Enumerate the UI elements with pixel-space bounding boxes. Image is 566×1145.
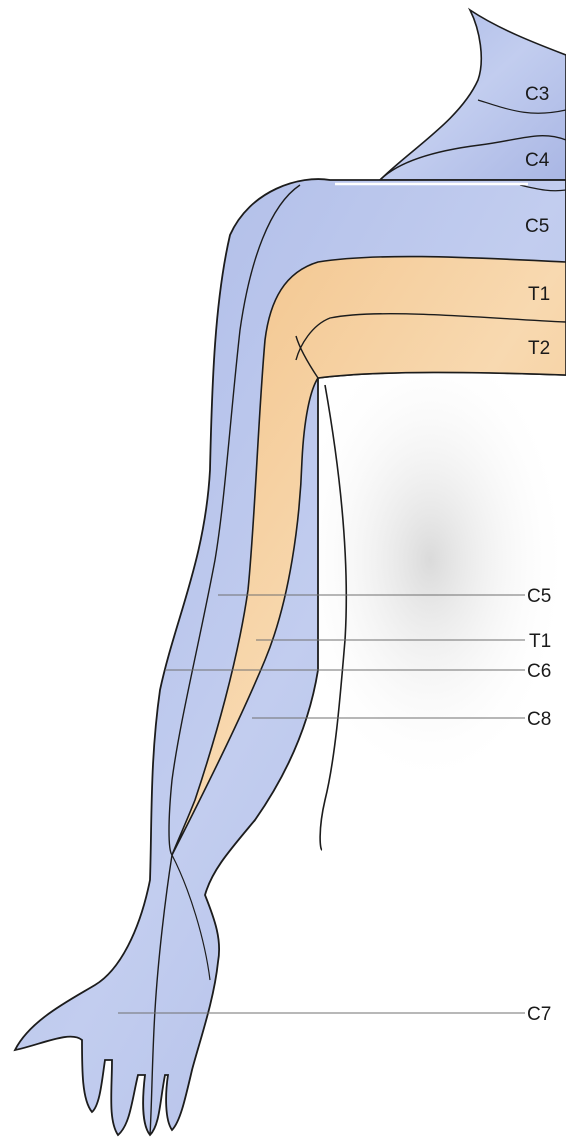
label-c4: C4 — [525, 150, 550, 171]
callout-c5: C5 — [527, 586, 551, 607]
torso-shadow — [290, 330, 566, 790]
label-t1-chest: T1 — [528, 284, 550, 305]
label-c3: C3 — [525, 84, 549, 105]
callout-c7: C7 — [527, 1004, 551, 1025]
callout-t1: T1 — [529, 631, 551, 652]
label-c5-shoulder: C5 — [525, 216, 549, 237]
label-t2: T2 — [528, 338, 550, 359]
callout-c8: C8 — [527, 709, 551, 730]
callout-c6: C6 — [527, 661, 551, 682]
